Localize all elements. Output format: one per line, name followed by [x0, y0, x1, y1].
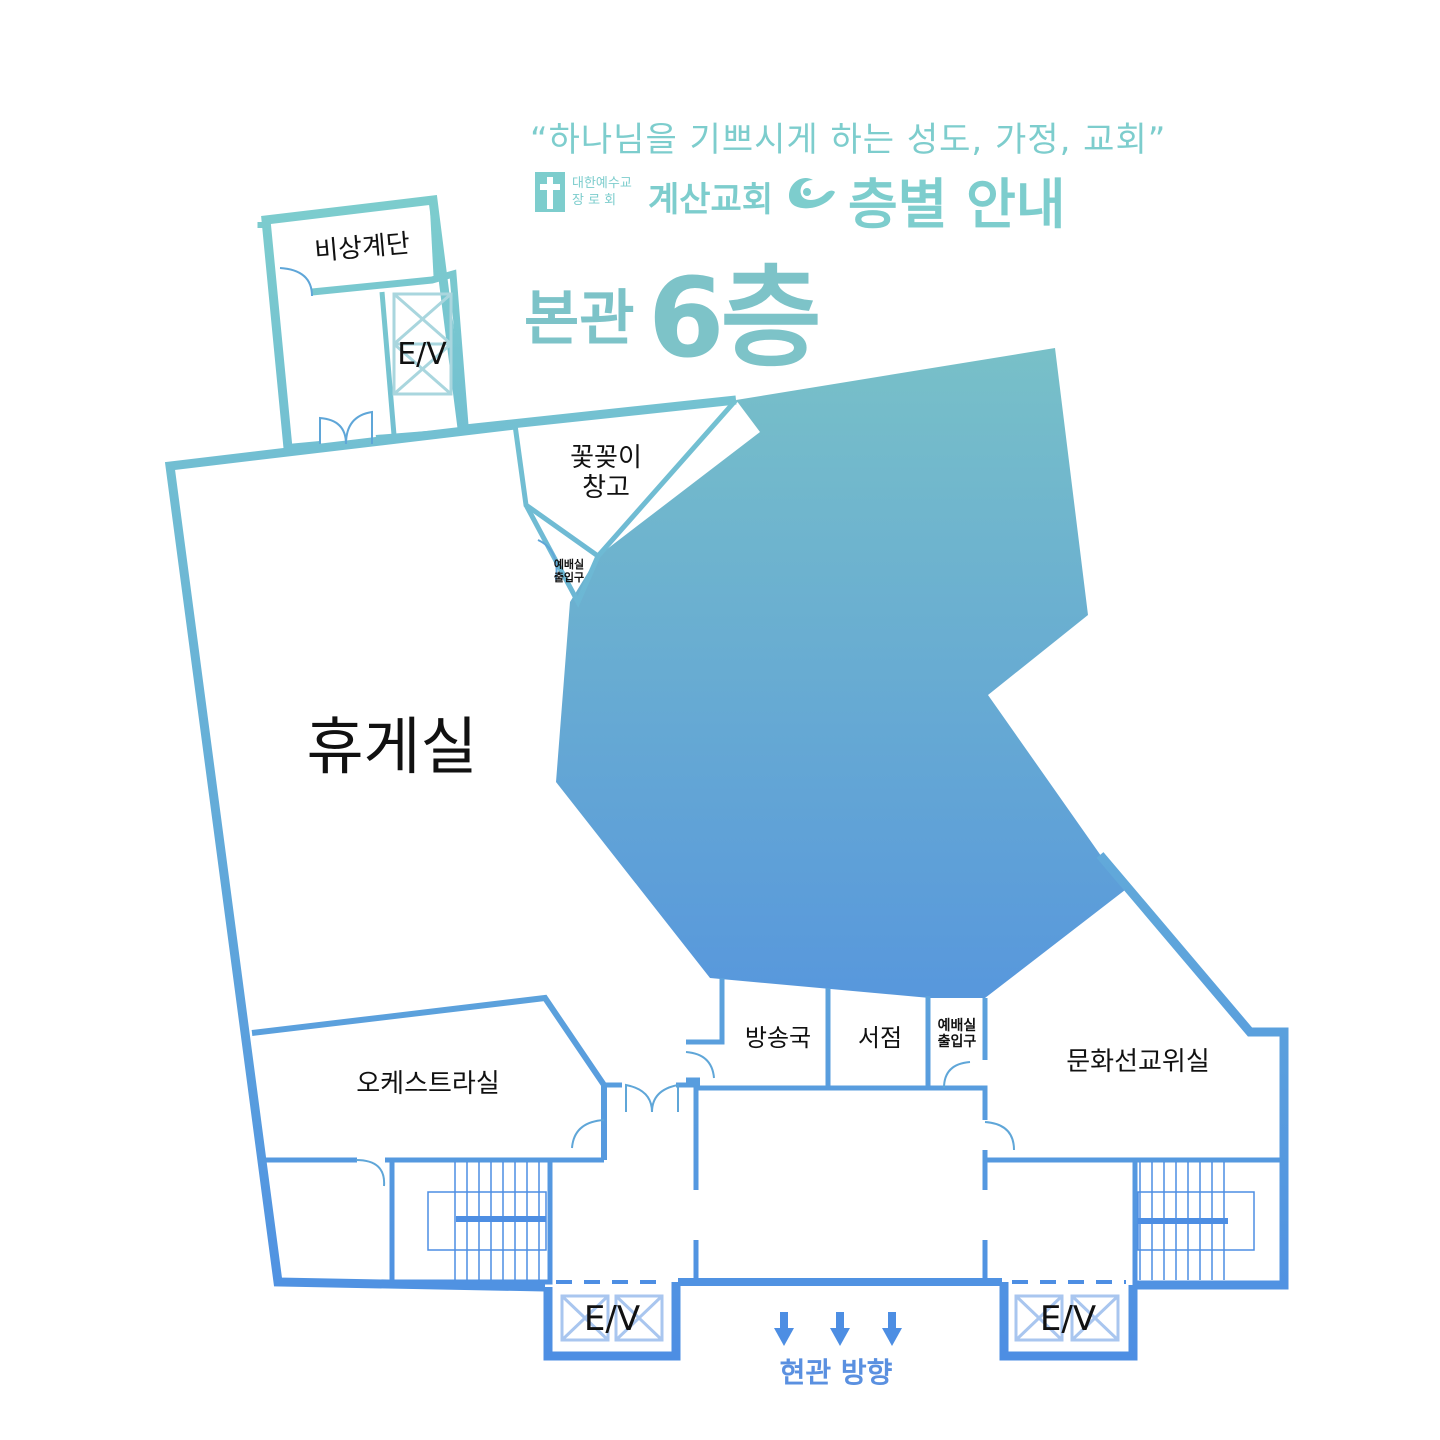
door-emergency [279, 267, 313, 297]
denomination: 대한예수교 장 로 회 [572, 175, 632, 209]
flower-storage-wall [512, 398, 738, 560]
room-elevator-bottom-right: E/V [1040, 1299, 1096, 1339]
denomination-line1: 대한예수교 [572, 176, 632, 191]
room-worship-entrance-left-line1: 예배실 [554, 557, 584, 571]
room-elevator-bottom-left: E/V [584, 1299, 640, 1339]
door-worship-right [943, 1061, 971, 1089]
church-name: 계산교회 [648, 180, 774, 220]
room-lounge: 휴게실 [306, 710, 477, 783]
room-bookstore: 서점 [858, 1024, 902, 1052]
elevator-lobby-left [543, 1282, 681, 1361]
guide-title: 층별 안내 [848, 173, 1066, 236]
room-emergency-stairs: 비상계단 [313, 229, 411, 267]
door-orchestra [355, 1159, 386, 1187]
elevator-top [392, 292, 453, 396]
header: “하나님을 기쁘시게 하는 성도, 가정, 교회” 대한예수교 장 로 회 계산… [0, 0, 1440, 382]
room-flower-storage-line2: 창고 [582, 473, 630, 503]
stairwell-left [389, 1157, 553, 1285]
cross-logo-icon [535, 172, 565, 212]
ev-shaft-wall [379, 291, 397, 436]
entrance-direction-label: 현관 방향 [780, 1356, 893, 1389]
door-culture-room [984, 1121, 1015, 1151]
stair-tower-wall [261, 195, 467, 449]
room-culture-mission: 문화선교위실 [1066, 1047, 1210, 1077]
swirl-logo-icon [789, 177, 835, 209]
floor-number: 6층 [648, 254, 822, 382]
room-worship-entrance-right-line1: 예배실 [938, 1018, 977, 1034]
door-corridor-left [571, 1119, 605, 1149]
elevator-bottom-right [1014, 1294, 1120, 1342]
orchestra-room-wall [251, 994, 607, 1160]
stair-tower-mid-wall [429, 199, 441, 277]
broadcast-room-wall [686, 978, 725, 1045]
outer-wall-top-right [464, 395, 737, 434]
sanctuary-area [556, 348, 1125, 998]
room-broadcast: 방송국 [745, 1024, 811, 1052]
room-worship-entrance-right-line2: 출입구 [938, 1033, 977, 1050]
room-elevator-top: E/V [397, 337, 447, 372]
door-stair-tower [319, 416, 347, 445]
elevator-lobby-right [999, 1282, 1138, 1361]
elevator-bottom-left [560, 1294, 664, 1342]
outer-wall-right [1096, 852, 1289, 1290]
room-flower-storage-line1: 꽃꽂이 [570, 443, 642, 473]
slogan: “하나님을 기쁘시게 하는 성도, 가정, 교회” [530, 120, 1167, 160]
building-name: 본관 [524, 284, 635, 354]
room-orchestra: 오케스트라실 [356, 1069, 500, 1099]
stair-landing-wall [311, 269, 469, 426]
arrow-down-icon [774, 1312, 902, 1346]
central-hall-wall [693, 1085, 988, 1190]
room-worship-entrance-left-line2: 출입구 [554, 570, 584, 584]
denomination-line2: 장 로 회 [572, 193, 617, 208]
door-broadcast [685, 1051, 715, 1079]
